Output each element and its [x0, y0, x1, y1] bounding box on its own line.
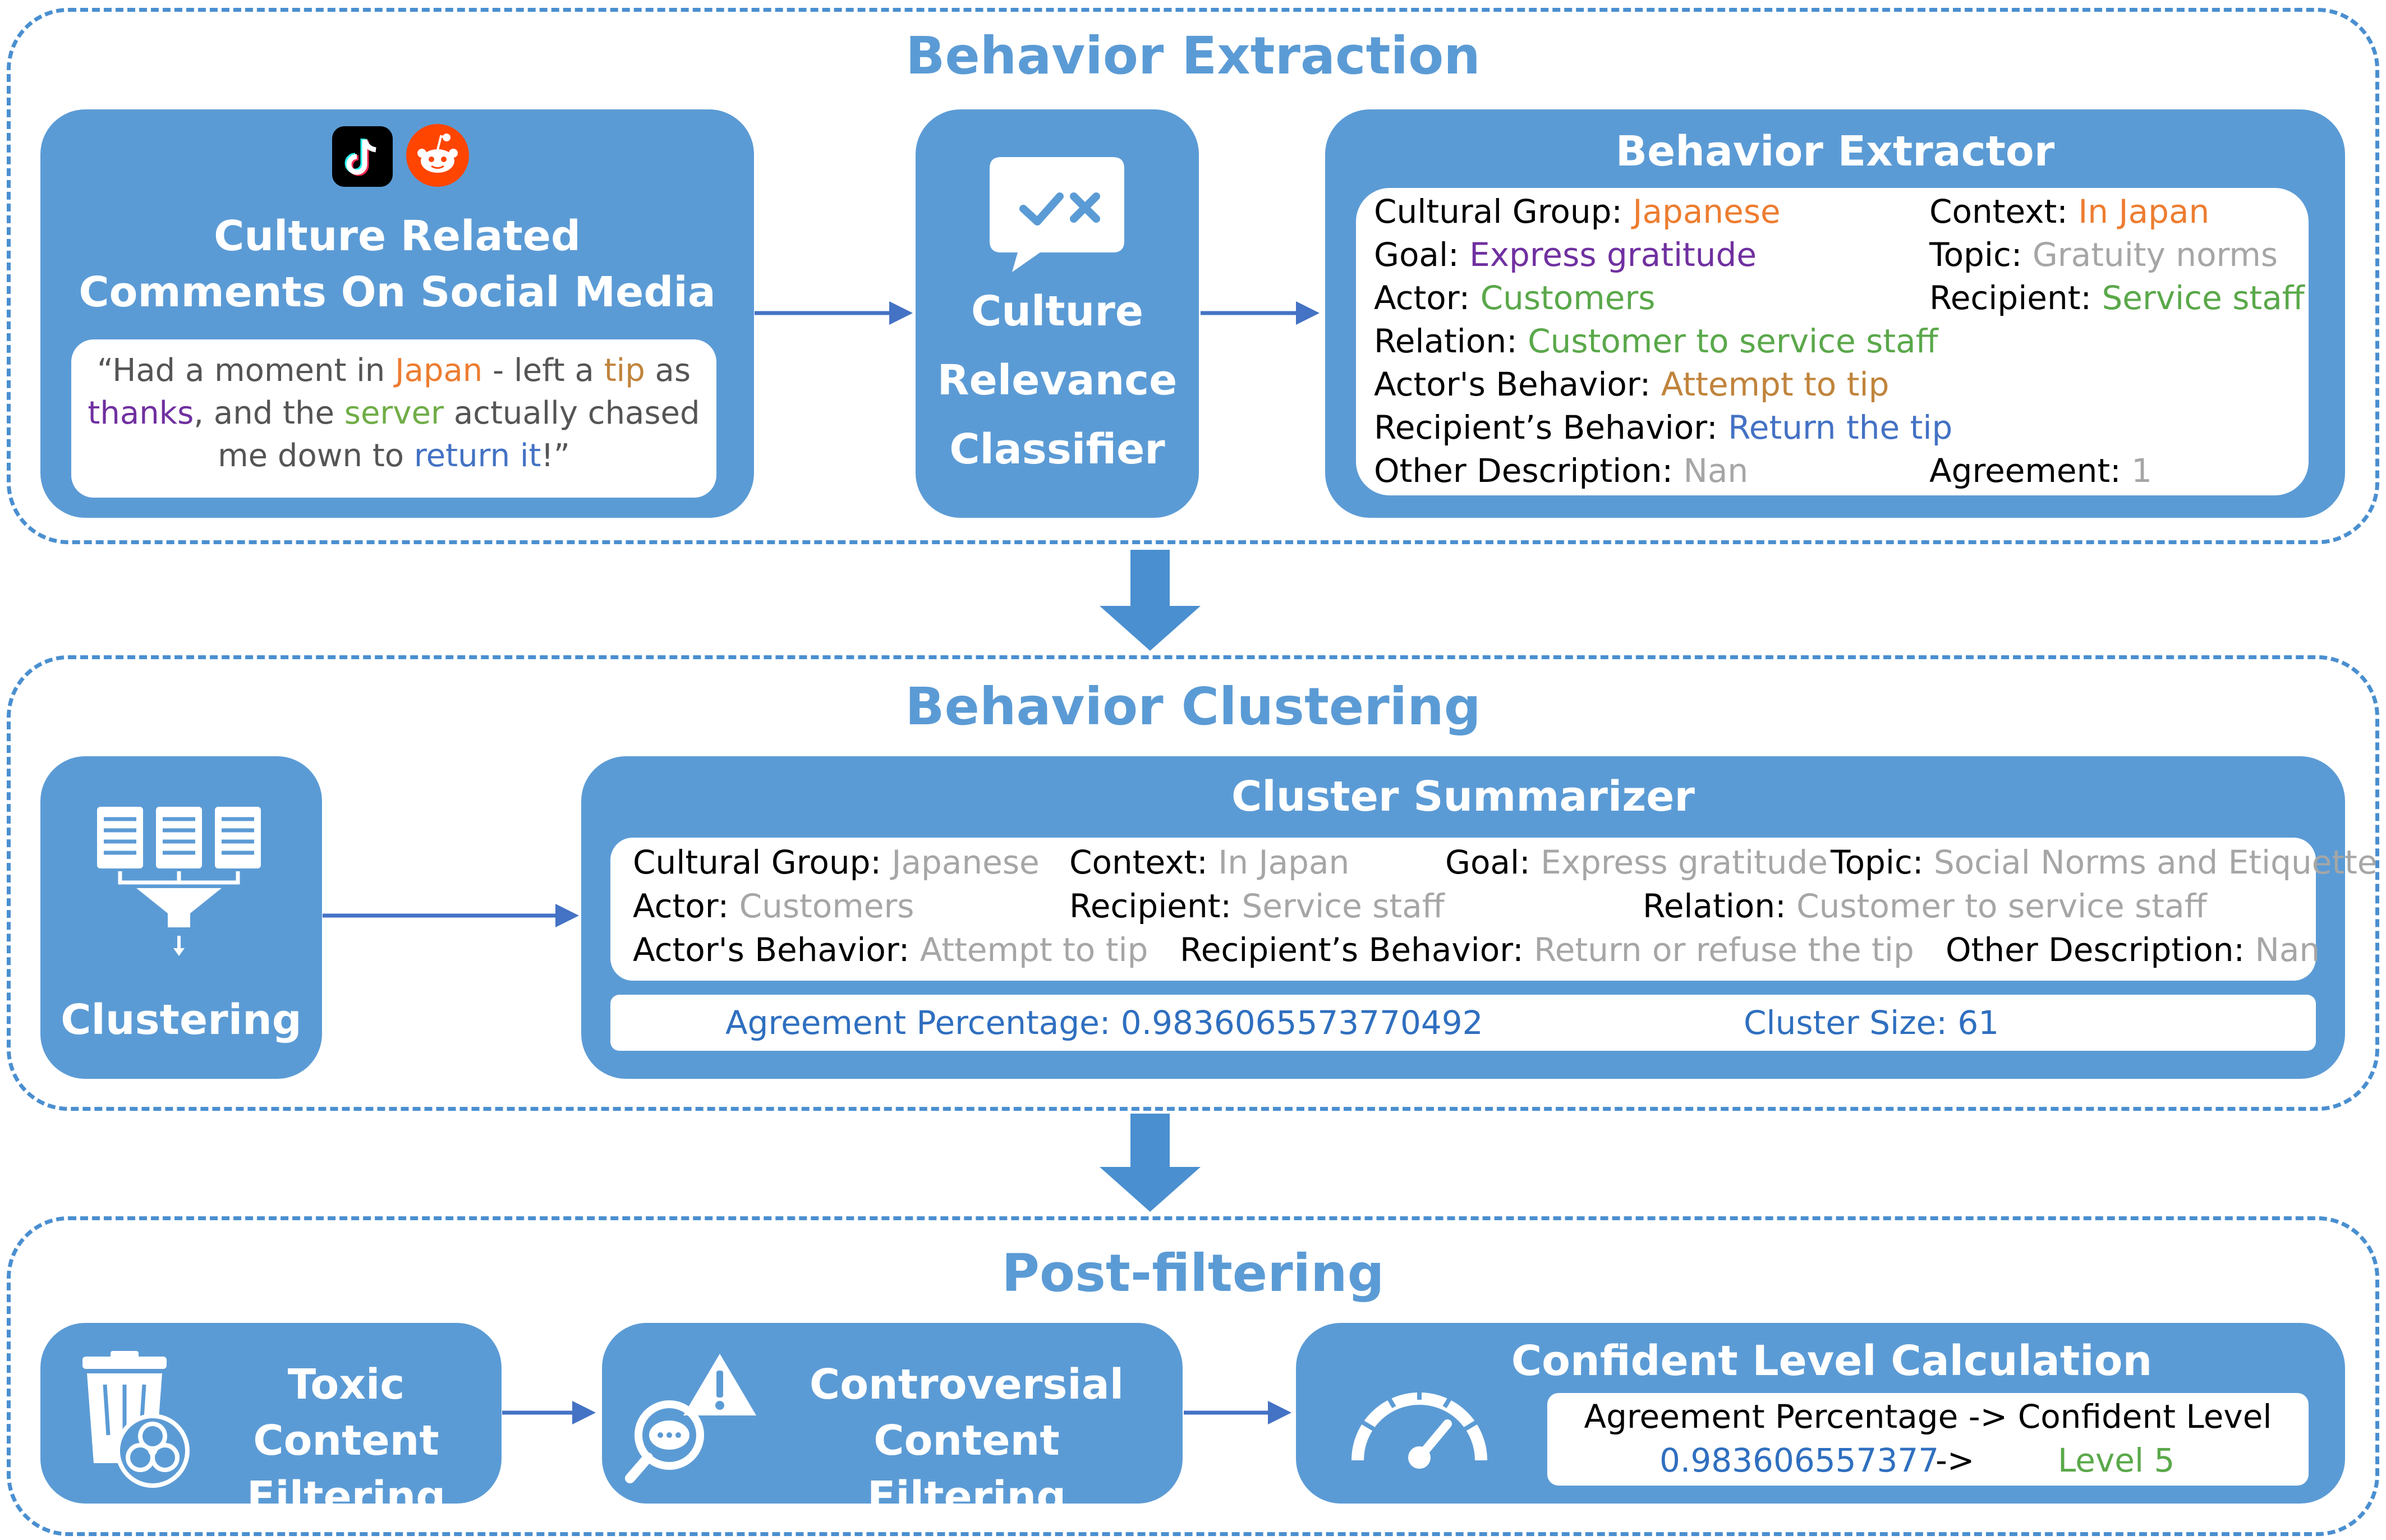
check-cross-chat-icon	[990, 157, 1124, 272]
toxic-line2: Filtering	[246, 1473, 446, 1521]
cluster-summarizer-box: Cluster Summarizer Cultural Group: Japan…	[581, 756, 2378, 1079]
cluster-size: Cluster Size: 61	[1744, 1004, 1999, 1042]
funnel-documents-icon	[97, 807, 261, 956]
culture-relevance-classifier-box: Culture Relevance Classifier	[916, 109, 1199, 518]
cs-context: Context: In Japan	[1069, 843, 1350, 881]
toxic-content-filtering-box: Toxic Content Filtering	[40, 1323, 502, 1521]
controversial-line2: Content Filtering	[867, 1417, 1066, 1521]
warning-chat-search-icon	[625, 1354, 756, 1483]
cs-actor: Actor: Customers	[633, 887, 914, 925]
comment-quote-card: “Had a moment in Japan - left a tip as t…	[71, 339, 716, 498]
ex-cultural-group: Cultural Group: Japanese	[1374, 192, 1781, 231]
cs-recipient-behavior: Recipient’s Behavior: Return or refuse t…	[1180, 931, 1914, 969]
toxic-label: Toxic Content Filtering	[203, 1357, 489, 1525]
behavior-extractor-title: Behavior Extractor	[1615, 127, 2055, 176]
summarizer-stats-card: Agreement Percentage: 0.9836065573770492…	[610, 995, 2316, 1051]
cs-topic: Topic: Social Norms and Etiquette	[1831, 843, 2378, 881]
biohazard-trash-icon	[82, 1351, 190, 1488]
social-media-comments-box: Culture Related Comments On Social Media…	[40, 109, 754, 518]
block-arrow-1	[1100, 550, 1201, 651]
confidence-arrow: ->	[1936, 1441, 1975, 1479]
cs-cultural-group: Cultural Group: Japanese	[633, 843, 1040, 881]
behavior-extraction-title: Behavior Extraction	[905, 26, 1481, 86]
quote-line-3: me down to return it!”	[218, 438, 570, 474]
cs-goal: Goal: Express gratitude	[1445, 843, 1828, 881]
controversial-label: Controversial Content Filtering	[770, 1357, 1163, 1525]
tiktok-icon	[332, 126, 393, 187]
controversial-line1: Controversial	[809, 1360, 1124, 1409]
social-media-title-line1: Culture Related	[214, 212, 581, 260]
confident-level-title: Confident Level Calculation	[1511, 1337, 2153, 1385]
behavior-extractor-box: Behavior Extractor Cultural Group: Japan…	[1325, 109, 2345, 518]
confidence-level: Level 5	[2058, 1441, 2175, 1479]
confident-level-calculation-box: Confident Level Calculation Agreement Pe…	[1296, 1323, 2345, 1504]
ex-goal: Goal: Express gratitude	[1374, 236, 1757, 274]
post-filtering-section	[7, 1216, 2379, 1536]
behavior-clustering-section	[7, 655, 2379, 1111]
cs-other-description: Other Description: Nan	[1946, 931, 2320, 969]
extractor-fields-card: Cultural Group: Japanese Goal: Express g…	[1356, 188, 2309, 495]
reddit-icon	[406, 124, 469, 187]
social-media-title-line2: Comments On Social Media	[79, 268, 716, 316]
quote-line-1: “Had a moment in Japan - left a tip as	[96, 352, 691, 389]
ex-recipient: Recipient: Service staff	[1929, 279, 2305, 317]
quote-line-2: thanks, and the server actually chased	[88, 395, 700, 431]
confidence-header: Agreement Percentage -> Confident Level	[1584, 1398, 2272, 1436]
block-arrow-2	[1100, 1114, 1201, 1212]
ex-context: Context: In Japan	[1929, 192, 2210, 231]
classifier-line1: Culture	[971, 287, 1144, 335]
clustering-box: Clustering	[40, 756, 322, 1079]
ex-topic: Topic: Gratuity norms	[1929, 236, 2278, 274]
confidence-value: 0.983606557377	[1659, 1441, 1939, 1479]
cs-recipient: Recipient: Service staff	[1069, 887, 1445, 925]
classifier-line3: Classifier	[949, 425, 1165, 474]
agreement-percentage: Agreement Percentage: 0.9836065573770492	[725, 1004, 1483, 1042]
post-filtering-title: Post-filtering	[1001, 1243, 1385, 1303]
gauge-icon	[1351, 1384, 1487, 1469]
behavior-clustering-title: Behavior Clustering	[905, 677, 1481, 737]
cs-actor-behavior: Actor's Behavior: Attempt to tip	[633, 931, 1148, 969]
ex-relation: Relation: Customer to service staff	[1374, 322, 1938, 360]
behavior-extraction-section	[7, 8, 2379, 544]
cluster-summarizer-title: Cluster Summarizer	[1231, 773, 1695, 821]
ex-actor-behavior: Actor's Behavior: Attempt to tip	[1374, 365, 1890, 403]
classifier-line2: Relevance	[937, 356, 1178, 404]
cs-relation: Relation: Customer to service staff	[1643, 887, 2207, 925]
ex-actor: Actor: Customers	[1374, 279, 1656, 317]
controversial-content-filtering-box: Controversial Content Filtering	[602, 1323, 1183, 1521]
clustering-label: Clustering	[61, 996, 302, 1044]
ex-recipient-behavior: Recipient’s Behavior: Return the tip	[1374, 408, 1953, 447]
summarizer-fields-card: Cultural Group: Japanese Context: In Jap…	[610, 838, 2378, 981]
toxic-line1: Toxic Content	[253, 1360, 439, 1465]
ex-agreement: Agreement: 1	[1929, 452, 2152, 490]
confident-level-card: Agreement Percentage -> Confident Level …	[1547, 1393, 2309, 1486]
ex-other-description: Other Description: Nan	[1374, 452, 1749, 490]
